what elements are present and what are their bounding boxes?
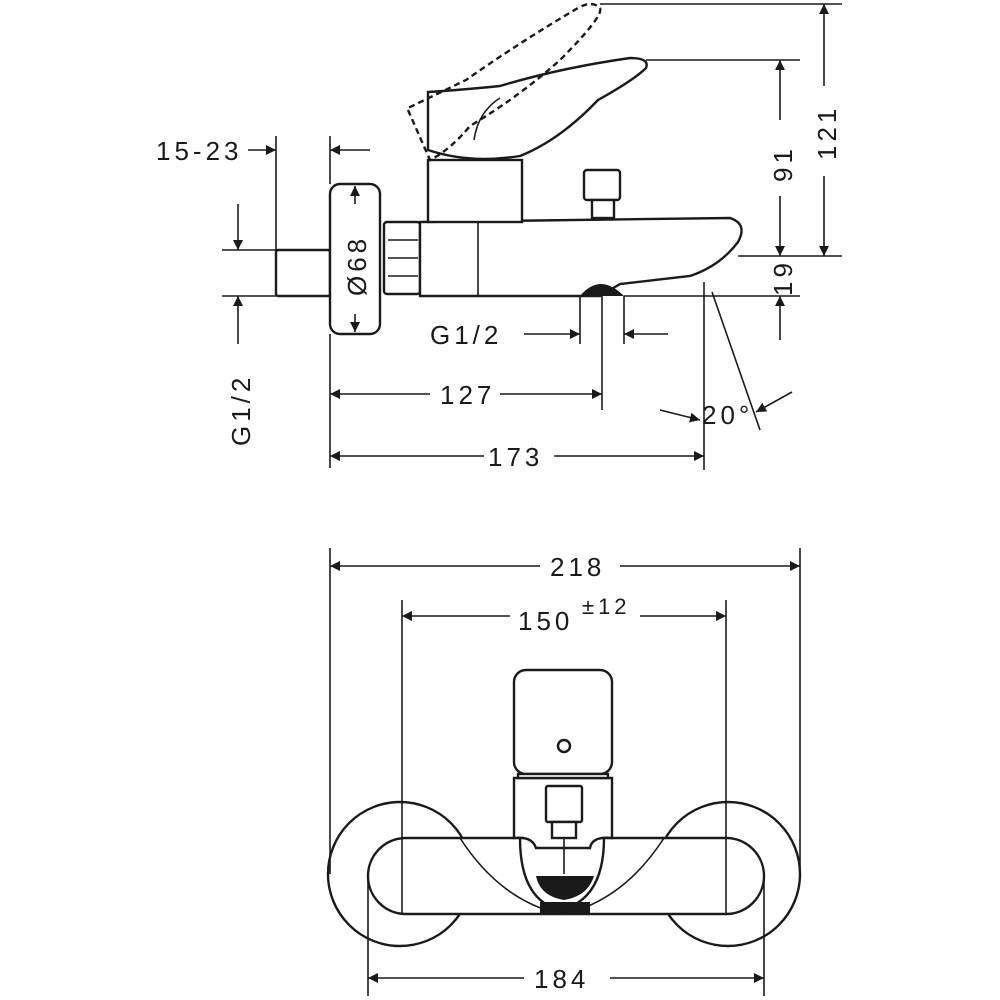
front-view: 218 150 ±12 184 <box>326 548 802 996</box>
dim-173-label: 173 <box>488 442 543 472</box>
dim-127-label: 127 <box>440 380 495 410</box>
dim-121-label: 121 <box>812 105 842 160</box>
side-view: 15-23 G1/2 Ø68 G1/2 127 173 20° <box>156 2 842 472</box>
dim-184-label: 184 <box>534 964 589 994</box>
mixer-body <box>418 216 743 298</box>
dim-150-label: 150 <box>518 606 573 636</box>
dim-angle-20-label: 20° <box>702 400 753 430</box>
dim-15-23-label: 15-23 <box>156 136 243 166</box>
dim-19-label: 19 <box>768 259 798 296</box>
lever-raised-position <box>406 2 602 162</box>
diverter-stem <box>590 198 616 220</box>
front-outlet <box>536 876 594 900</box>
lever-indicator-dot <box>556 738 572 754</box>
dim-91-label: 91 <box>768 145 798 182</box>
cartridge-housing <box>426 158 524 224</box>
front-lever-base <box>516 772 610 780</box>
escutcheon <box>328 182 382 336</box>
dim-218-label: 218 <box>550 552 605 582</box>
front-diverter-stem <box>550 820 578 840</box>
front-diverter <box>544 784 584 824</box>
diverter-knob <box>582 168 622 202</box>
front-lever <box>512 668 614 776</box>
wall-connector <box>274 248 332 298</box>
dim-g12-left-label: G1/2 <box>226 374 256 446</box>
dim-diameter-68-label: Ø68 <box>342 235 372 296</box>
dim-g12-outlet-label: G1/2 <box>430 320 502 350</box>
spout-outlet <box>580 284 624 296</box>
front-outlet-base <box>540 902 590 914</box>
lever-handle <box>426 56 648 161</box>
dim-tolerance-label: ±12 <box>582 594 631 619</box>
